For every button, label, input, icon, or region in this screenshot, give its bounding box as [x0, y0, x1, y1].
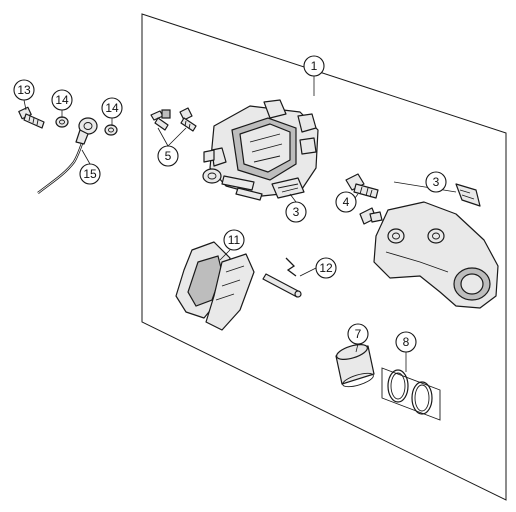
callout-label-5: 5 — [165, 149, 172, 163]
caliper-support-bracket — [373, 201, 499, 309]
callout-15: 15 — [79, 163, 101, 185]
callout-14-right: 14 — [101, 97, 123, 119]
caliper-piston — [335, 343, 375, 388]
callout-11: 11 — [223, 229, 245, 251]
adapter-bolt-lower — [359, 207, 383, 225]
callout-label-12: 12 — [319, 261, 333, 275]
banjo-fitting — [75, 117, 98, 145]
callout-label-15: 15 — [83, 167, 97, 181]
brake-pads — [175, 241, 255, 331]
leader-lines — [23, 76, 457, 372]
callout-label-14-left: 14 — [55, 93, 69, 107]
callout-label-14-right: 14 — [105, 101, 119, 115]
sealing-washer-right — [104, 124, 118, 136]
callout-5: 5 — [157, 145, 179, 167]
callout-3-center: 3 — [285, 201, 307, 223]
bleeder-screw-right — [179, 107, 197, 132]
adapter-bolt-upper — [345, 173, 379, 199]
callout-label-3-center: 3 — [293, 205, 300, 219]
callout-label-4: 4 — [343, 195, 350, 209]
callout-8: 8 — [395, 331, 417, 353]
clip-center — [271, 177, 305, 199]
callout-7: 7 — [347, 323, 369, 345]
callout-12: 12 — [315, 257, 337, 279]
pad-retaining-pin — [262, 257, 302, 298]
bleeder-screw-left — [150, 109, 171, 131]
callout-label-7: 7 — [355, 327, 362, 341]
callout-label-11: 11 — [228, 233, 241, 247]
callout-3-right: 3 — [425, 171, 447, 193]
callout-label-1: 1 — [311, 59, 318, 73]
assembly-panel — [141, 13, 507, 501]
callout-label-8: 8 — [403, 335, 410, 349]
callout-label-3-right: 3 — [433, 175, 440, 189]
callout-label-13: 13 — [17, 83, 31, 97]
sealing-washer-left — [55, 116, 69, 128]
banjo-bolt — [18, 106, 45, 129]
brake-caliper — [202, 99, 319, 201]
clip-right — [455, 183, 481, 207]
callout-1: 1 — [303, 55, 325, 77]
seal-kit — [381, 367, 441, 421]
callout-4: 4 — [335, 191, 357, 213]
callout-13: 13 — [13, 79, 35, 101]
callout-14-left: 14 — [51, 89, 73, 111]
